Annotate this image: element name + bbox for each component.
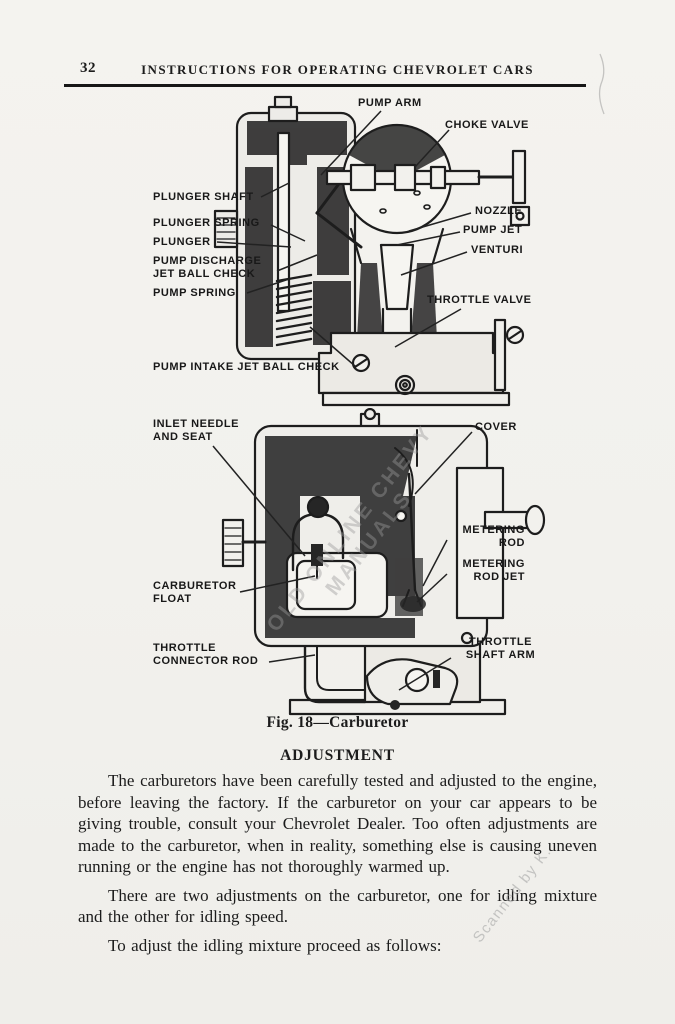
paragraph: To adjust the idling mixture proceed as … — [108, 935, 442, 955]
label-inlet-needle-and-seat: INLET NEEDLE AND SEAT — [153, 418, 240, 444]
carburetor-section-figure: PUMP ARM CHOKE VALVE PLUNGER SHAFT PLUNG… — [65, 95, 610, 407]
label-nozzle: NOZZLE — [475, 205, 523, 217]
label-plunger: PLUNGER — [153, 236, 211, 248]
label-plunger-shaft: PLUNGER SHAFT — [153, 191, 254, 203]
label-cover: COVER — [475, 421, 517, 433]
label-pump-intake-jet-ball-check: PUMP INTAKE JET BALL CHECK — [153, 361, 340, 373]
carburetor-exterior-drawing — [212, 408, 546, 716]
paragraph: The carburetors have been carefully test… — [78, 771, 597, 876]
label-plunger-spring: PLUNGER SPRING — [153, 217, 260, 229]
label-choke-valve: CHOKE VALVE — [445, 119, 529, 131]
paragraph: There are two adjustments on the carbure… — [78, 885, 597, 927]
label-carburetor-float: CARBURETOR FLOAT — [153, 580, 237, 606]
running-header: INSTRUCTIONS FOR OPERATING CHEVROLET CAR… — [141, 62, 534, 77]
section-heading: ADJUSTMENT — [280, 747, 395, 764]
label-throttle-connector-rod: THROTTLE CONNECTOR ROD — [153, 642, 259, 668]
label-pump-discharge-jet-ball-check: PUMP DISCHARGE JET BALL CHECK — [153, 255, 262, 281]
carburetor-exterior-figure: INLET NEEDLE AND SEAT COVER METERING ROD… — [65, 408, 610, 716]
header-rule — [64, 84, 586, 87]
page-number: 32 — [80, 60, 96, 76]
label-pump-arm: PUMP ARM — [358, 97, 422, 109]
label-throttle-valve: THROTTLE VALVE — [427, 294, 532, 306]
body-text: The carburetors have been carefully test… — [78, 770, 597, 963]
label-pump-spring: PUMP SPRING — [153, 287, 236, 299]
label-metering-rod-jet: METERING ROD JET — [462, 558, 525, 584]
label-venturi: VENTURI — [471, 244, 524, 256]
leader-lines — [216, 110, 472, 367]
label-metering-rod: METERING ROD — [462, 524, 525, 550]
leader-lines — [212, 431, 473, 691]
carburetor-section-drawing — [213, 95, 531, 407]
label-throttle-shaft-arm: THROTTLE SHAFT ARM — [465, 636, 536, 662]
figure-caption: Fig. 18—Carburetor — [266, 714, 409, 731]
label-pump-jet: PUMP JET — [463, 224, 523, 236]
pen-mark — [598, 53, 605, 115]
